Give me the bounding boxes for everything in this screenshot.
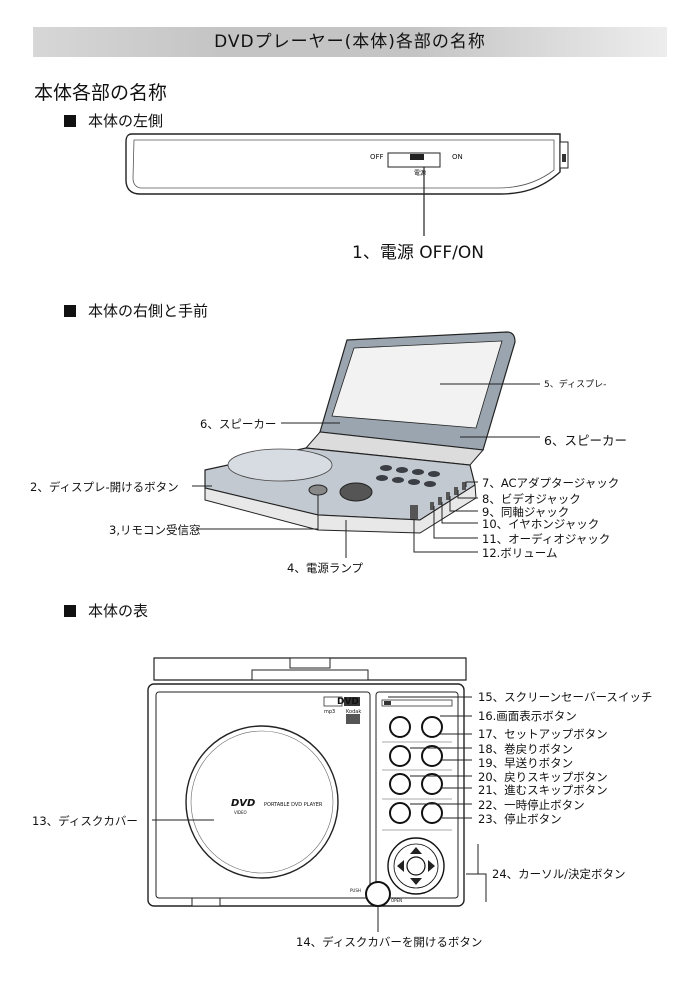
section-left-text: 本体の左側 xyxy=(88,112,164,130)
label-4: 4、電源ランプ xyxy=(287,561,363,575)
square-bullet-icon xyxy=(64,115,76,127)
label-8: 8、ビデオジャック xyxy=(482,492,581,506)
kodak-logo: Kodak xyxy=(346,709,362,715)
label-15: 15、スクリーンセーバースイッチ xyxy=(478,690,653,704)
left-side-diagram xyxy=(125,133,569,236)
section-front-title: 本体の表 xyxy=(64,600,148,621)
open-text: OPEN xyxy=(391,898,403,903)
front-diagram xyxy=(147,657,487,932)
label-10: 10、イヤホンジャック xyxy=(482,517,600,531)
label-22: 22、一時停止ボタン xyxy=(478,798,585,812)
label-18: 18、巻戻りボタン xyxy=(478,742,574,756)
mp3-logo: mp3 xyxy=(324,709,336,715)
page-heading: 本体各部の名称 xyxy=(34,82,168,104)
label-6-left: 6、スピーカー xyxy=(200,417,277,431)
right-side-diagram xyxy=(192,331,540,558)
off-label: OFF xyxy=(370,153,384,161)
label-2: 2、ディスプレ-開けるボタン xyxy=(30,480,179,494)
label-13: 13、ディスクカバー xyxy=(32,814,138,828)
section-right-title: 本体の右側と手前 xyxy=(64,300,208,321)
section-front-text: 本体の表 xyxy=(88,602,149,620)
page-banner: DVDプレーヤー(本体)各部の名称 xyxy=(33,27,667,57)
banner-title: DVDプレーヤー(本体)各部の名称 xyxy=(214,32,486,52)
label-24: 24、カーソル/決定ボタン xyxy=(492,867,626,881)
label-3: 3,リモコン受信窓 xyxy=(109,523,201,537)
push-text: PUSH xyxy=(350,888,361,893)
label-12: 12.ボリューム xyxy=(482,546,558,560)
label-17: 17、セットアップボタン xyxy=(478,727,608,741)
section-left-title: 本体の左側 xyxy=(64,110,163,131)
label-9: 9、同軸ジャック xyxy=(482,505,570,519)
label-1: 1、電源 OFF/ON xyxy=(352,243,484,263)
label-6-right: 6、スピーカー xyxy=(544,433,627,448)
label-14: 14、ディスクカバーを開けるボタン xyxy=(296,935,483,949)
dvd-disc-logo: DVD xyxy=(231,798,256,809)
label-11: 11、オーディオジャック xyxy=(482,532,611,546)
on-label: ON xyxy=(452,153,463,161)
square-bullet-icon xyxy=(64,605,76,617)
dvd-logo: DVD xyxy=(337,697,359,707)
dvd-video-text: VIDEO xyxy=(234,810,247,815)
power-small-label: 電源 xyxy=(414,170,427,177)
square-bullet-icon xyxy=(64,305,76,317)
label-7: 7、ACアダプタージャック xyxy=(482,476,620,490)
label-19: 19、早送りボタン xyxy=(478,756,574,770)
label-20: 20、戻りスキップボタン xyxy=(478,770,608,784)
label-5: 5、ディスプレ- xyxy=(544,380,607,390)
portable-player-text: PORTABLE DVD PLAYER xyxy=(264,802,323,808)
label-16: 16.画面表示ボタン xyxy=(478,709,577,723)
section-right-text: 本体の右側と手前 xyxy=(88,302,209,320)
label-23: 23、停止ボタン xyxy=(478,812,562,826)
label-21: 21、進むスキップボタン xyxy=(478,783,608,797)
